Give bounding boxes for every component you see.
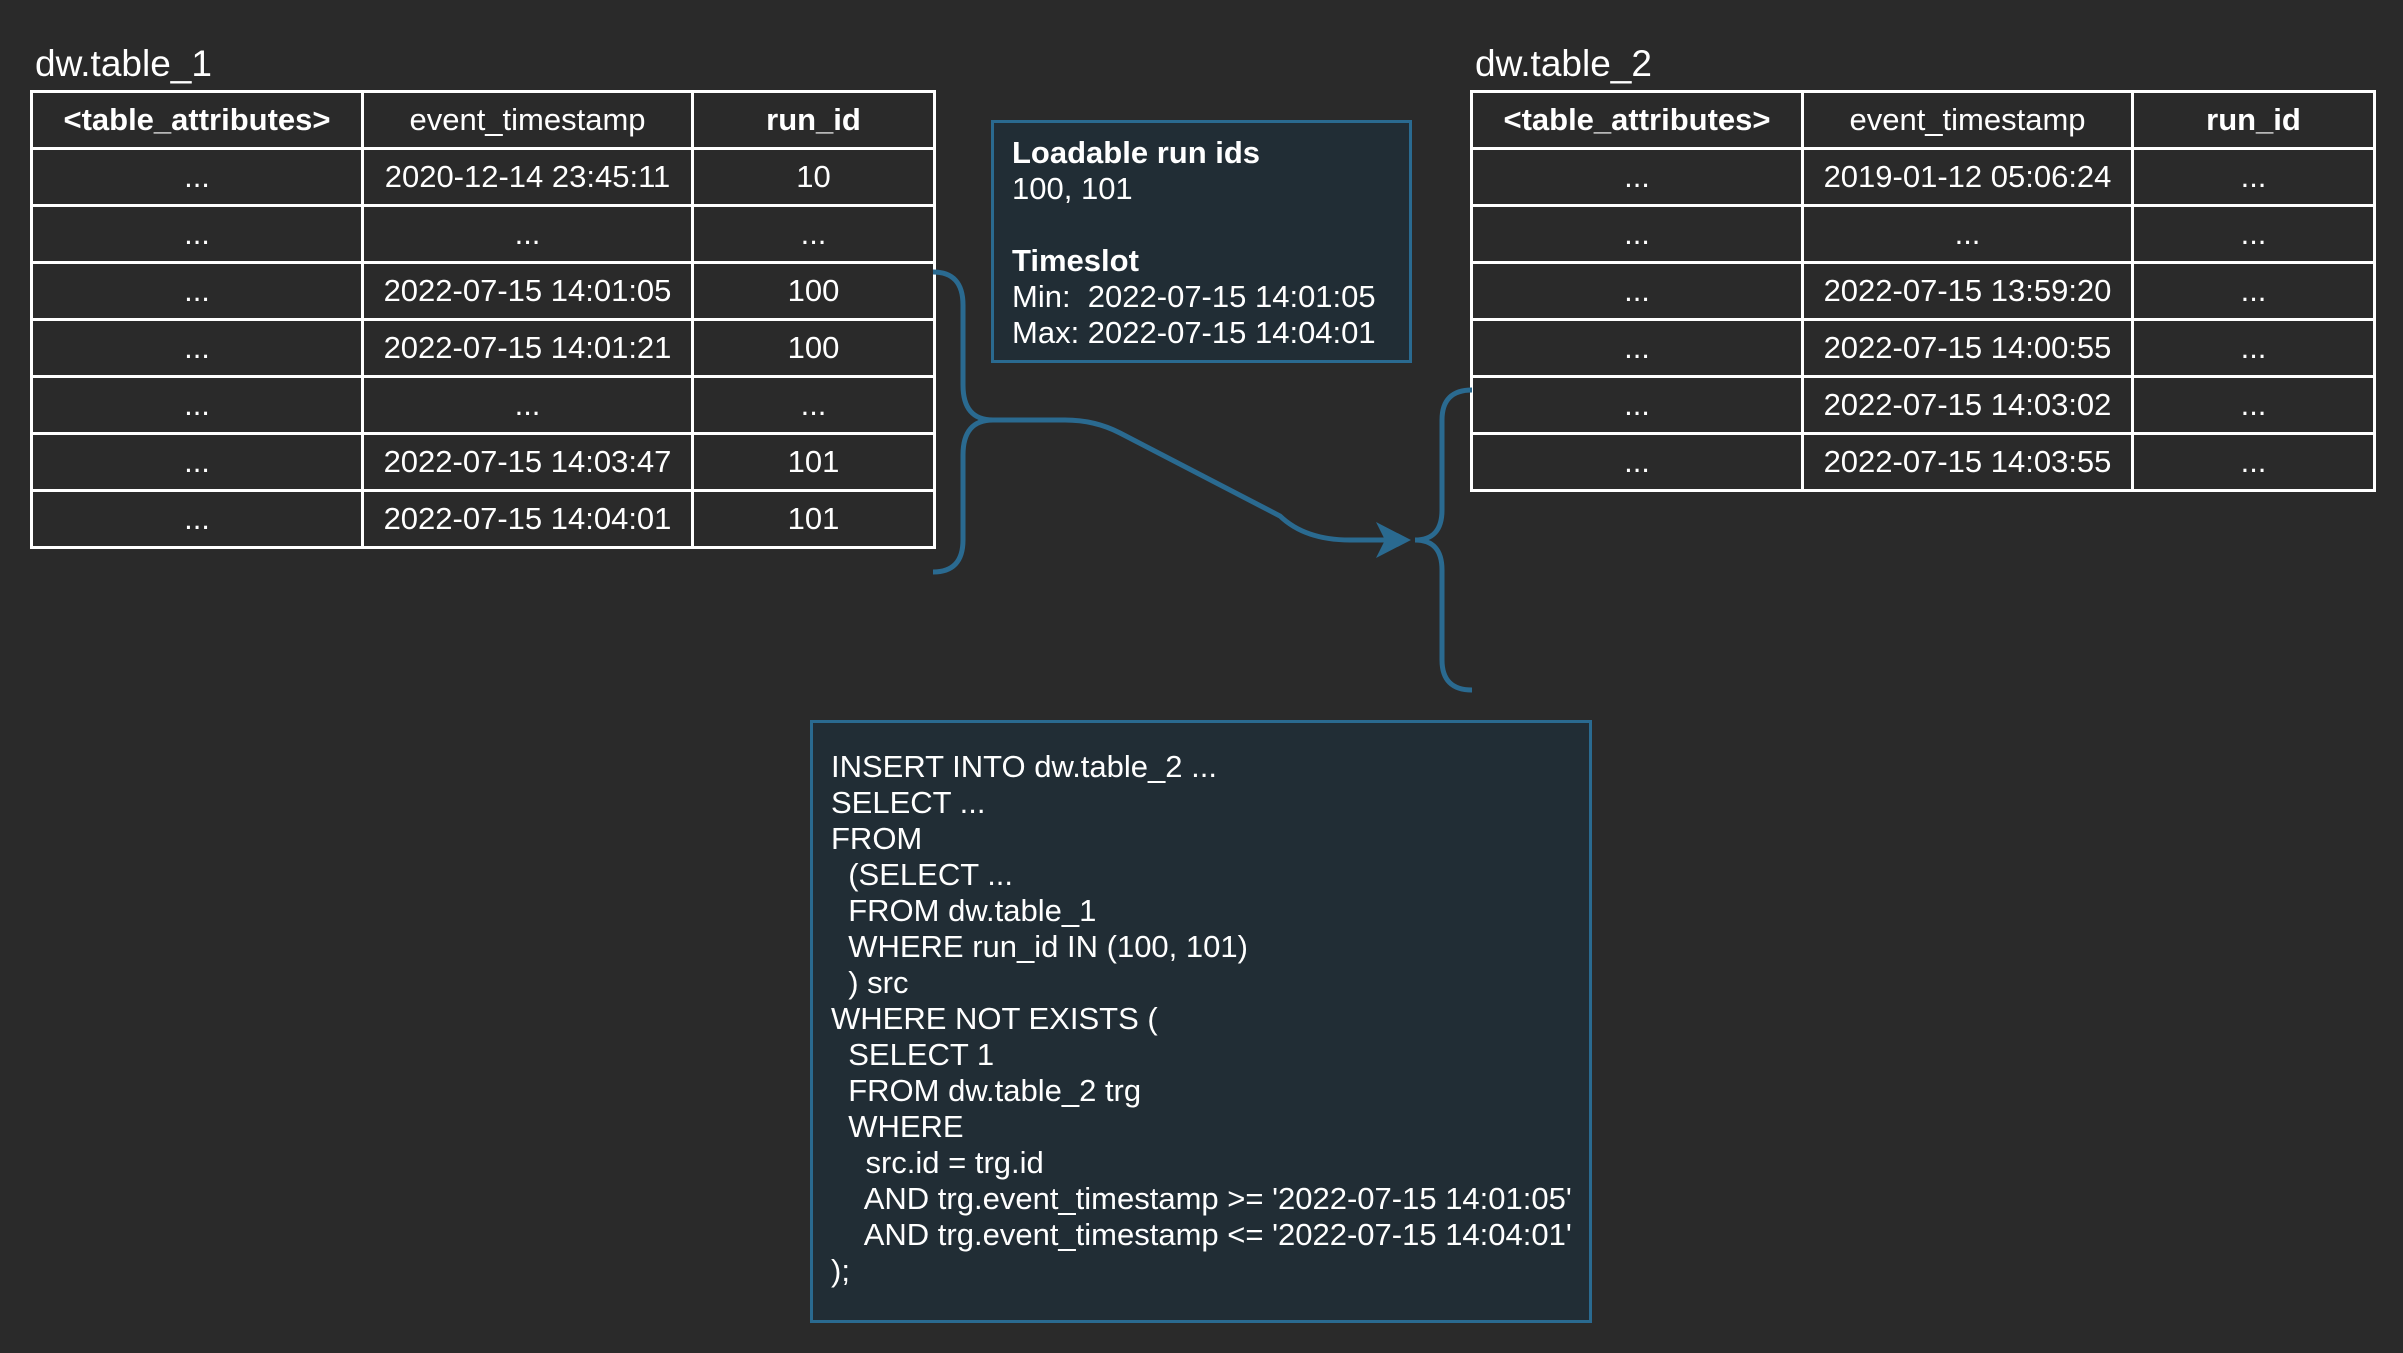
- table-cell: 10: [691, 147, 936, 207]
- timeslot-min: Min: 2022-07-15 14:01:05: [1012, 279, 1376, 314]
- table-row: .........: [30, 375, 936, 435]
- column-header-table-attributes: <table_attributes>: [1470, 90, 1804, 150]
- sql-line: WHERE run_id IN (100, 101): [831, 929, 1248, 964]
- table-cell: ...: [1470, 432, 1804, 492]
- column-header-run-id: run_id: [2131, 90, 2376, 150]
- table1-title: dw.table_1: [35, 43, 212, 84]
- table1-header-row: <table_attributes> event_timestamp run_i…: [30, 90, 936, 150]
- table-cell: ...: [361, 204, 694, 264]
- column-header-table-attributes: <table_attributes>: [30, 90, 364, 150]
- table-cell: 2020-12-14 23:45:11: [361, 147, 694, 207]
- sql-query-box: INSERT INTO dw.table_2 ...SELECT ...FROM…: [810, 720, 1592, 1323]
- sql-line: (SELECT ...: [831, 857, 1014, 892]
- table2-header-row: <table_attributes> event_timestamp run_i…: [1470, 90, 2376, 150]
- table-cell: ...: [1470, 147, 1804, 207]
- sql-line: FROM dw.table_2 trg: [831, 1073, 1142, 1108]
- table-cell: ...: [2131, 261, 2376, 321]
- table-cell: 2022-07-15 14:01:21: [361, 318, 694, 378]
- table-row: ...2022-07-15 13:59:20...: [1470, 261, 2376, 321]
- arrowhead-icon: [1376, 522, 1411, 558]
- table-row: ...2022-07-15 14:03:55...: [1470, 432, 2376, 492]
- table-cell: 2022-07-15 14:03:47: [361, 432, 694, 492]
- table-cell: ...: [2131, 147, 2376, 207]
- sql-line: );: [831, 1253, 850, 1288]
- table-cell: ...: [2131, 204, 2376, 264]
- table-row: ...2022-07-15 14:03:02...: [1470, 375, 2376, 435]
- table-cell: ...: [30, 375, 364, 435]
- sql-line: WHERE NOT EXISTS (: [831, 1001, 1158, 1036]
- table-cell: 100: [691, 261, 936, 321]
- column-header-event-timestamp: event_timestamp: [361, 90, 694, 150]
- table-cell: 2019-01-12 05:06:24: [1801, 147, 2134, 207]
- table-cell: 2022-07-15 14:00:55: [1801, 318, 2134, 378]
- sql-line: src.id = trg.id: [831, 1145, 1044, 1180]
- source-rows-brace: [932, 269, 994, 575]
- table-row: ...2022-07-15 14:00:55...: [1470, 318, 2376, 378]
- table-cell: 101: [691, 489, 936, 549]
- sql-line: AND trg.event_timestamp >= '2022-07-15 1…: [831, 1181, 1572, 1216]
- table-cell: ...: [2131, 375, 2376, 435]
- table-cell: ...: [1470, 318, 1804, 378]
- sql-line: SELECT ...: [831, 785, 986, 820]
- table-cell: ...: [30, 261, 364, 321]
- table-row: .........: [1470, 204, 2376, 264]
- sql-line: ) src: [831, 965, 909, 1000]
- sql-line: AND trg.event_timestamp <= '2022-07-15 1…: [831, 1217, 1572, 1252]
- column-header-run-id: run_id: [691, 90, 936, 150]
- target-rows-brace: [1414, 387, 1473, 693]
- run-ids-value: 100, 101: [1012, 171, 1133, 206]
- sql-line: SELECT 1: [831, 1037, 995, 1072]
- load-arrow-path: [993, 417, 1395, 543]
- table-cell: ...: [1470, 375, 1804, 435]
- table-cell: ...: [30, 432, 364, 492]
- table-cell: ...: [1801, 204, 2134, 264]
- table-cell: ...: [30, 318, 364, 378]
- table-cell: 2022-07-15 14:04:01: [361, 489, 694, 549]
- table-cell: ...: [30, 147, 364, 207]
- table-cell: 2022-07-15 14:03:02: [1801, 375, 2134, 435]
- table-cell: ...: [2131, 318, 2376, 378]
- table-cell: 101: [691, 432, 936, 492]
- timeslot-title: Timeslot: [1012, 243, 1139, 278]
- loadable-info-box: Loadable run ids 100, 101 Timeslot Min: …: [991, 120, 1412, 363]
- sql-line: FROM dw.table_1: [831, 893, 1097, 928]
- table-cell: 2022-07-15 13:59:20: [1801, 261, 2134, 321]
- table-cell: ...: [30, 489, 364, 549]
- table-cell: ...: [1470, 261, 1804, 321]
- table-row: .........: [30, 204, 936, 264]
- table2: <table_attributes> event_timestamp run_i…: [1470, 90, 2376, 492]
- table-cell: ...: [691, 204, 936, 264]
- table-cell: ...: [2131, 432, 2376, 492]
- table-row: ...2019-01-12 05:06:24...: [1470, 147, 2376, 207]
- sql-line: FROM: [831, 821, 923, 856]
- table-cell: ...: [1470, 204, 1804, 264]
- sql-line: INSERT INTO dw.table_2 ...: [831, 749, 1217, 784]
- sql-line: WHERE: [831, 1109, 964, 1144]
- timeslot-max: Max: 2022-07-15 14:04:01: [1012, 315, 1376, 350]
- table-cell: 2022-07-15 14:03:55: [1801, 432, 2134, 492]
- table-cell: ...: [691, 375, 936, 435]
- table-cell: 2022-07-15 14:01:05: [361, 261, 694, 321]
- table-cell: ...: [30, 204, 364, 264]
- table-cell: ...: [361, 375, 694, 435]
- column-header-event-timestamp: event_timestamp: [1801, 90, 2134, 150]
- table1: <table_attributes> event_timestamp run_i…: [30, 90, 936, 549]
- table2-title: dw.table_2: [1475, 43, 1652, 84]
- run-ids-title: Loadable run ids: [1012, 135, 1261, 170]
- table-cell: 100: [691, 318, 936, 378]
